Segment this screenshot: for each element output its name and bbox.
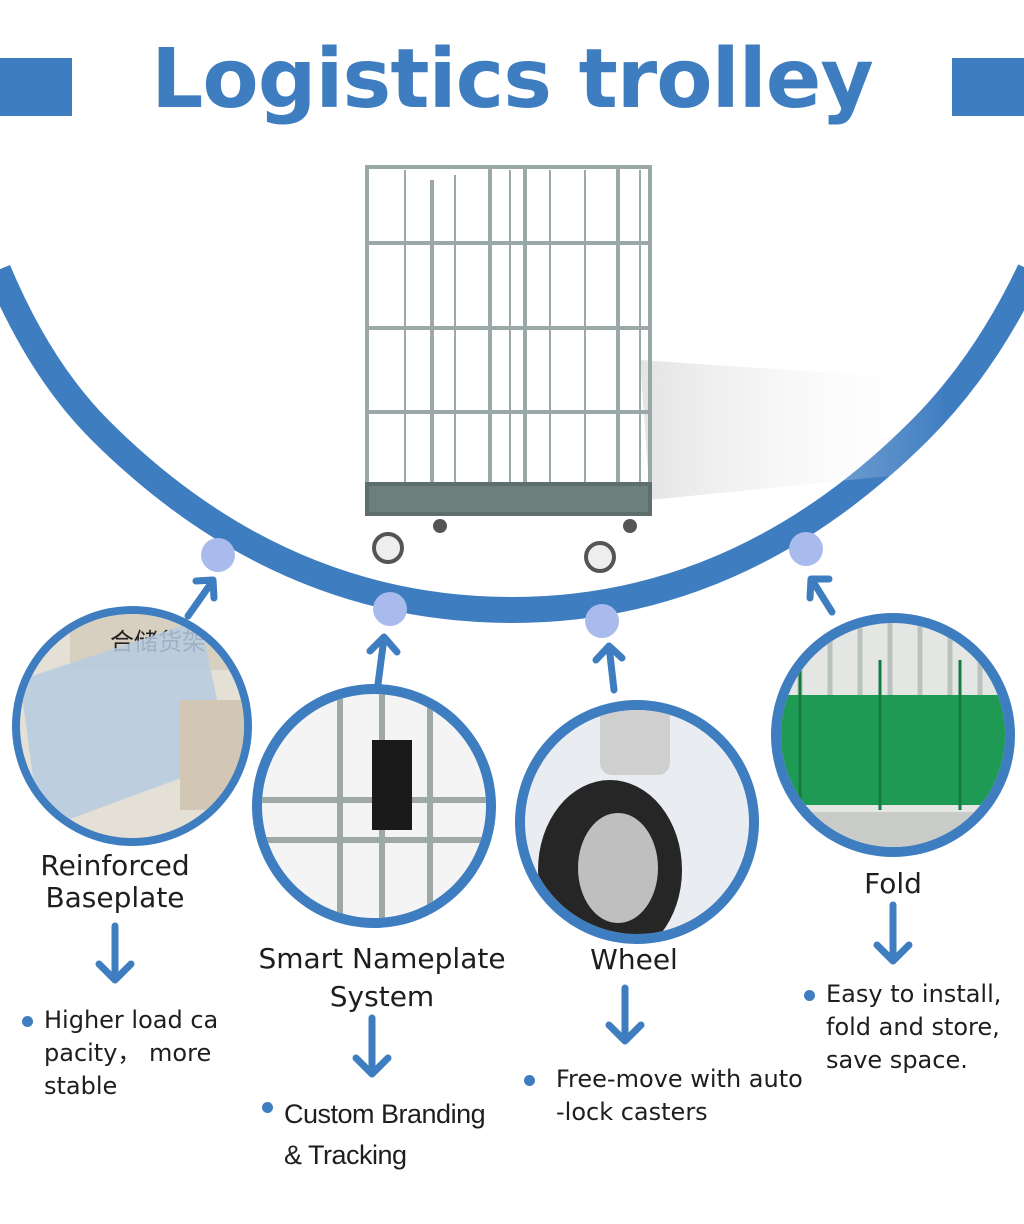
- nameplate-photo: [252, 684, 496, 928]
- feature-label-reinforced-baseplate: Reinforced Baseplate: [10, 850, 220, 914]
- description-line: Free-move with auto: [556, 1065, 803, 1093]
- label-line: Baseplate: [45, 881, 185, 914]
- feature-label-fold: Fold: [830, 868, 956, 900]
- feature-label-wheel: Wheel: [560, 944, 708, 976]
- arc-node: [585, 604, 619, 638]
- feature-description-wheel: Free-move with auto -lock casters: [524, 1063, 826, 1129]
- bullet-dot-icon: [22, 1016, 33, 1027]
- arrow-up-icon: [184, 575, 836, 694]
- description-line: fold and store,: [826, 1013, 1000, 1041]
- arc-node: [373, 592, 407, 626]
- bullet-dot-icon: [262, 1102, 273, 1113]
- description-line: stable: [44, 1072, 118, 1100]
- label-line: Smart Nameplate: [258, 942, 506, 975]
- description-line: Easy to install,: [826, 980, 1002, 1008]
- feature-description-fold: Easy to install, fold and store, save sp…: [804, 978, 1016, 1077]
- description-line: pacity， more: [44, 1039, 212, 1067]
- label-line: Reinforced: [40, 849, 190, 882]
- description-line: & Tracking: [284, 1140, 407, 1170]
- title-bar-right: [952, 58, 1024, 116]
- arrow-down-icon: [95, 901, 913, 1078]
- page-title: Logistics trolley: [151, 32, 874, 127]
- reinforced-baseplate-photo: 合储货架: [12, 606, 252, 846]
- bullet-dot-icon: [804, 990, 815, 1001]
- description-line: save space.: [826, 1046, 968, 1074]
- caster-wheel-photo: [515, 700, 759, 944]
- label-line: Wheel: [590, 943, 678, 976]
- label-line: System: [329, 980, 435, 1013]
- description-line: Higher load ca: [44, 1006, 219, 1034]
- label-line: Fold: [864, 867, 922, 900]
- description-line: -lock casters: [556, 1098, 708, 1126]
- trolley-image: [365, 165, 950, 573]
- arc-nodes: [201, 532, 823, 638]
- feature-description-smart-nameplate: Custom Branding & Tracking: [262, 1094, 504, 1176]
- folded-trolley-photo: [771, 613, 1015, 857]
- feature-label-smart-nameplate: Smart Nameplate System: [242, 940, 522, 1016]
- bullet-dot-icon: [524, 1075, 535, 1086]
- arc-node: [789, 532, 823, 566]
- feature-description-reinforced-baseplate: Higher load ca pacity， more stable: [22, 1004, 264, 1103]
- title-bar-left: [0, 58, 72, 116]
- description-line: Custom Branding: [284, 1099, 486, 1129]
- arc-node: [201, 538, 235, 572]
